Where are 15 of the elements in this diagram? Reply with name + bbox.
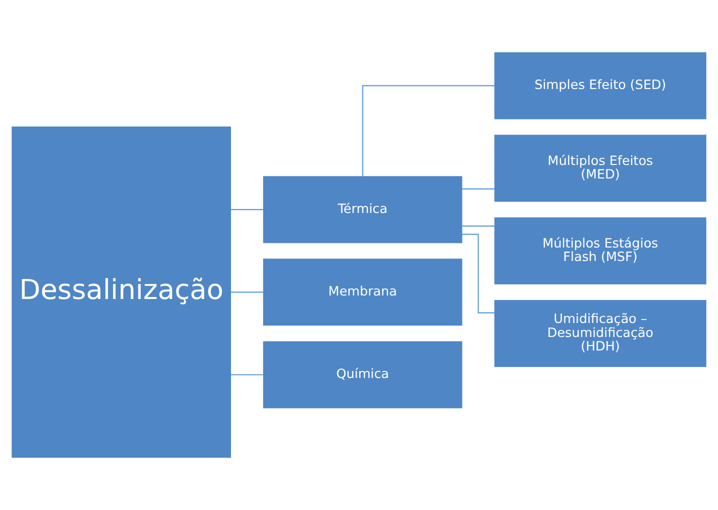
node-box: Membrana bbox=[263, 258, 462, 326]
connector bbox=[230, 374, 264, 376]
node-box: Múltiplos Estágios Flash (MSF) bbox=[494, 217, 706, 284]
node-box: Dessalinização bbox=[12, 126, 231, 458]
node-box: Múltiplos Efeitos (MED) bbox=[494, 134, 706, 202]
connector bbox=[230, 209, 264, 210]
connector bbox=[362, 85, 495, 176]
connector bbox=[462, 188, 494, 190]
node-box: Térmica bbox=[263, 176, 462, 244]
node-box: Química bbox=[263, 341, 462, 408]
node-box: Simples Efeito (SED) bbox=[494, 52, 706, 120]
node-box: Umidificação – Desumidificação (HDH) bbox=[494, 300, 706, 367]
connector bbox=[462, 234, 495, 314]
connector bbox=[230, 292, 264, 293]
connector bbox=[462, 226, 494, 227]
